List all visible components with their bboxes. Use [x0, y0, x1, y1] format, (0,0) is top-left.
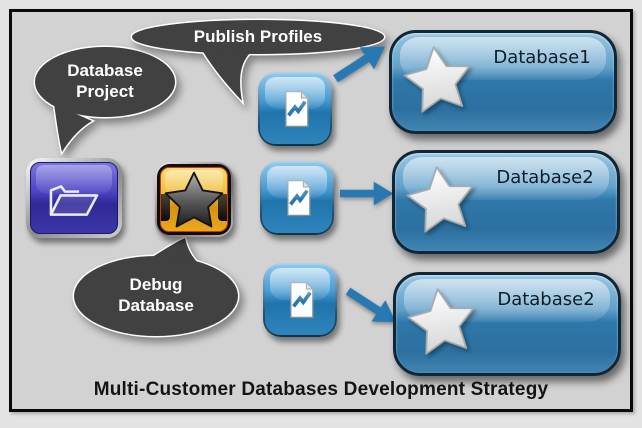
publish-profile-icon-3 — [263, 263, 337, 337]
database-node-label: Database1 — [493, 47, 591, 68]
open-folder-glyph — [49, 185, 99, 216]
document-glyph — [285, 90, 310, 128]
callout-publish-profiles-label: Publish Profiles — [134, 21, 382, 53]
arrow-down-right-icon — [337, 278, 405, 340]
database-node-label: Database2 — [496, 167, 594, 188]
dark-band — [161, 194, 170, 221]
document-glyph — [287, 179, 312, 217]
debug-database-icon — [155, 162, 233, 237]
database-node-label: Database2 — [497, 289, 595, 310]
callout-text-line: Debug — [129, 275, 183, 295]
arrow-up-right-icon — [327, 33, 397, 97]
publish-profile-icon-1 — [258, 72, 332, 146]
speech-bubble-shape — [72, 235, 240, 338]
diagram-title: Multi-Customer Databases Development Str… — [93, 379, 549, 400]
speech-bubble-shape — [130, 18, 386, 106]
callout-text-line: Publish Profiles — [193, 26, 323, 46]
callout-debug-database-label: Debug Database — [78, 258, 234, 334]
callout-database-project: Database Project — [30, 44, 180, 156]
document-chart-icon — [260, 74, 330, 144]
callout-debug-database: Debug Database — [68, 230, 248, 340]
document-glyph — [290, 281, 315, 319]
callout-database-project-label: Database Project — [38, 48, 172, 116]
dark-band — [218, 194, 227, 221]
publish-profile-icon-2 — [260, 161, 334, 235]
white-star-icon — [406, 166, 474, 233]
gold-star-icon — [160, 167, 228, 232]
database-node-2: Database2 — [392, 150, 620, 254]
callout-publish-profiles: Publish Profiles — [128, 14, 392, 108]
callout-text-line: Database — [118, 296, 194, 315]
database-project-icon — [26, 158, 122, 238]
database-node-1: Database1 — [389, 30, 617, 134]
callout-text-line: Database — [67, 61, 143, 81]
database-node-3: Database2 — [393, 272, 621, 376]
folder-icon — [30, 162, 118, 234]
document-chart-icon — [262, 163, 332, 233]
arrow-right-icon — [340, 179, 394, 213]
star-glyph — [164, 171, 224, 227]
white-star-icon — [403, 46, 471, 113]
white-star-icon — [407, 288, 475, 355]
speech-bubble-shape — [33, 45, 177, 156]
document-chart-icon — [265, 265, 335, 335]
callout-text-line: Project — [76, 82, 134, 101]
